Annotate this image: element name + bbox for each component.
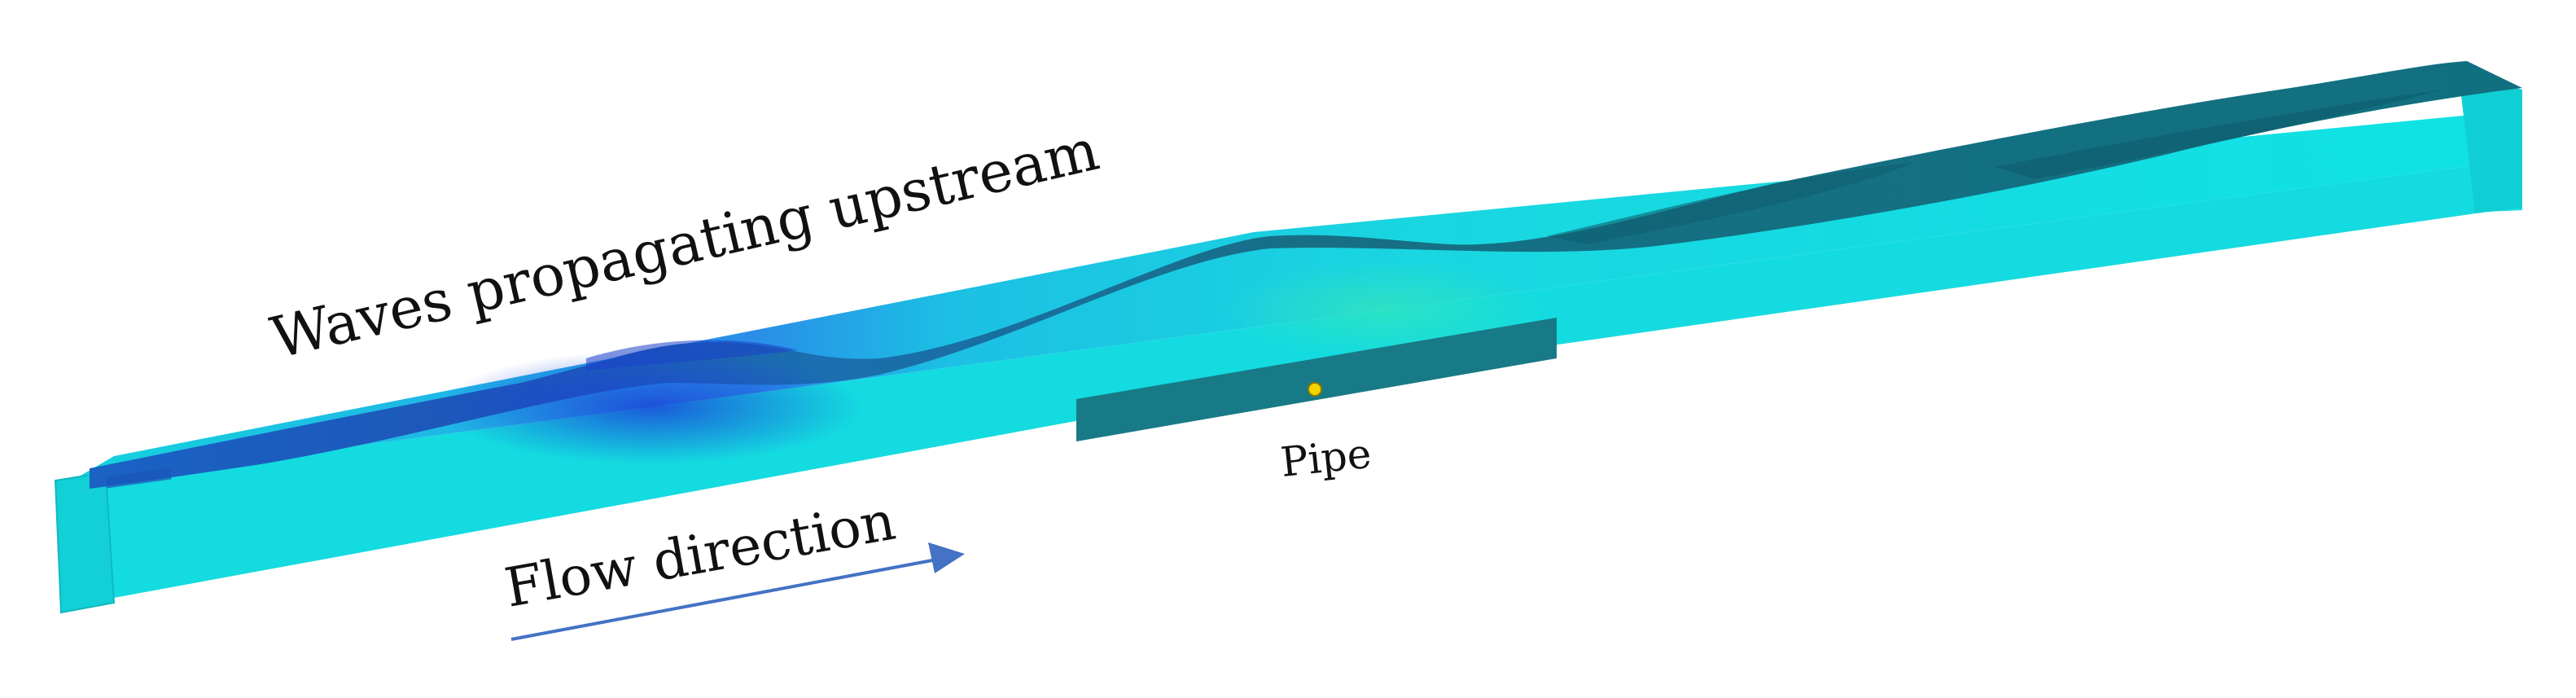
pipe-marker [1308,382,1322,397]
flow-direction-arrow [510,542,965,641]
pipe-label: Pipe [1278,430,1373,486]
pipe-panel [1076,318,1557,441]
channel-front-face [54,471,116,614]
wave-crest-shade-3 [1995,90,2442,179]
wave-crest-shade-2 [1547,163,1913,244]
blue-velocity-region [440,350,863,464]
channel-far-end [2459,75,2522,213]
channel-lower-body [65,159,2522,607]
inlet-detail [105,468,172,489]
